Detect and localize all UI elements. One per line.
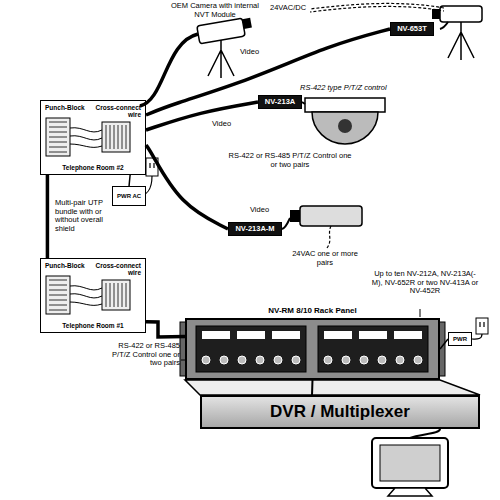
dome — [312, 112, 378, 144]
camera-body — [440, 6, 482, 22]
cable-connector — [146, 145, 228, 229]
part-label: Cross-connect wire — [91, 104, 141, 119]
cable-connector — [146, 29, 390, 115]
cable-connector — [129, 175, 130, 186]
outlet-slots — [150, 163, 154, 168]
video-cable — [410, 429, 440, 438]
power-pair — [310, 6, 444, 12]
room-name: Telephone Room #1 — [41, 322, 145, 329]
module-panel — [196, 326, 306, 372]
module-panel — [318, 326, 428, 372]
room-name: Telephone Room #2 — [41, 164, 145, 171]
monitor-base — [388, 488, 432, 496]
signal-note: 24VAC/DC — [270, 4, 310, 13]
cable-label: Multi-pair UTP bundle with or without ov… — [54, 198, 110, 235]
box-camera — [290, 206, 362, 226]
camera-body — [300, 206, 362, 226]
tripod — [208, 40, 234, 78]
transceiver-box: NV-213A-M — [228, 222, 282, 236]
signal-note: Video — [240, 48, 270, 57]
node-label: DVR / Multiplexer — [270, 402, 410, 422]
signal-note: RS-422 or RS-485 P/T/Z Control one or tw… — [225, 152, 355, 169]
power-supply: PWR AC — [112, 186, 146, 206]
video-lead — [282, 218, 290, 229]
video-lead — [302, 102, 305, 104]
video-lead — [440, 22, 448, 29]
rack-body — [185, 318, 440, 380]
signal-note: Video — [212, 120, 242, 129]
cable-connector — [46, 175, 50, 258]
telephone-room: Punch-Block Cross-connect wireTelephone R… — [40, 100, 146, 175]
power-supply: PWR — [448, 332, 472, 346]
node-label: NV-213A — [265, 98, 295, 107]
power-outlet — [476, 318, 488, 334]
signal-note: RS-422 or RS-485 P/T/Z Control one or tw… — [108, 342, 180, 368]
dome-camera — [305, 98, 385, 144]
cable-connector — [146, 102, 258, 130]
dome-lens — [338, 119, 352, 133]
outlet-slots — [480, 322, 484, 327]
signal-note: 24VAC one or more pairs — [285, 250, 365, 267]
node-label: NV-213A-M — [235, 225, 274, 234]
transceiver-box: NV-213A — [258, 95, 302, 109]
camera — [432, 6, 482, 60]
power-cord — [472, 334, 482, 339]
part-label: Punch-Block — [45, 104, 85, 111]
dvr-box: DVR / Multiplexer — [200, 395, 480, 429]
transceiver-box: NV-653T — [390, 22, 434, 36]
monitor-screen — [380, 445, 440, 481]
node-label: NV-RM 8/10 Rack Panel — [266, 306, 358, 315]
signal-note: Video — [250, 206, 280, 215]
outlet-plate — [476, 318, 488, 334]
camera-lens — [290, 210, 300, 222]
node-label: NV-653T — [397, 25, 427, 34]
utp-cable — [140, 34, 198, 106]
power-pair — [327, 226, 331, 248]
signal-note: Up to ten NV-212A, NV-213A(-M), NV-652R … — [370, 270, 480, 296]
signal-note: RS-422 type P/T/Z control — [300, 84, 400, 93]
cable-connector — [146, 322, 185, 337]
room-equipment — [46, 118, 130, 156]
telephone-room: Punch-Block Cross-connect wireTelephone R… — [40, 258, 146, 333]
tripod — [448, 22, 474, 60]
part-label: Cross-connect wire — [91, 262, 141, 277]
leader-line — [420, 309, 421, 317]
monitor-case — [372, 438, 448, 488]
camera-lens — [242, 18, 252, 29]
rack-panel: NV-RM 8/10 Rack Panel — [185, 318, 440, 380]
part-name: OEM Camera with internal NVT Module — [165, 2, 265, 19]
dome-mount — [305, 98, 385, 112]
room-equipment — [46, 276, 130, 314]
cable-connector — [440, 339, 448, 349]
cable-connector — [311, 380, 314, 395]
dvr-top-face — [185, 380, 480, 395]
monitor — [372, 438, 448, 496]
node-label: PWR AC — [117, 193, 141, 200]
part-label: Punch-Block — [45, 262, 85, 269]
node-label: PWR — [453, 336, 467, 343]
